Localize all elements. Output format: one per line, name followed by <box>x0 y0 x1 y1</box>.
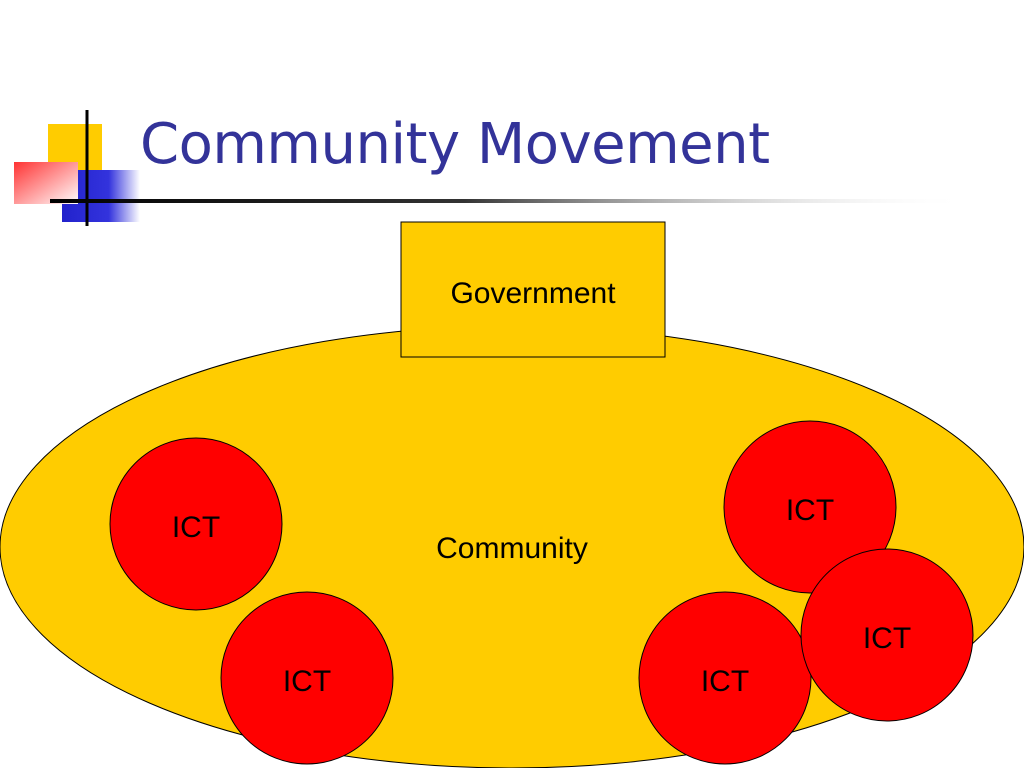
ict-node: ICT <box>220 591 394 765</box>
community-label: Community <box>436 532 588 565</box>
ict-label: ICT <box>283 665 331 698</box>
ict-node: ICT <box>800 548 974 722</box>
title-underline-rule <box>50 199 970 203</box>
ict-label: ICT <box>172 511 220 544</box>
ict-circle <box>638 591 812 765</box>
ict-node: ICT <box>109 437 283 611</box>
government-label: Government <box>450 277 616 310</box>
red-square-decoration <box>14 162 78 204</box>
ict-circle <box>800 548 974 722</box>
ict-node: ICT <box>723 420 897 594</box>
ict-label: ICT <box>863 622 911 655</box>
ict-node: ICT <box>638 591 812 765</box>
ict-circle <box>220 591 394 765</box>
ict-label: ICT <box>701 665 749 698</box>
slide-title: Community Movement <box>140 112 770 177</box>
ict-circle <box>109 437 283 611</box>
title-decoration <box>14 110 970 226</box>
ict-circle <box>723 420 897 594</box>
government-box <box>400 221 666 358</box>
ict-label: ICT <box>786 494 834 527</box>
